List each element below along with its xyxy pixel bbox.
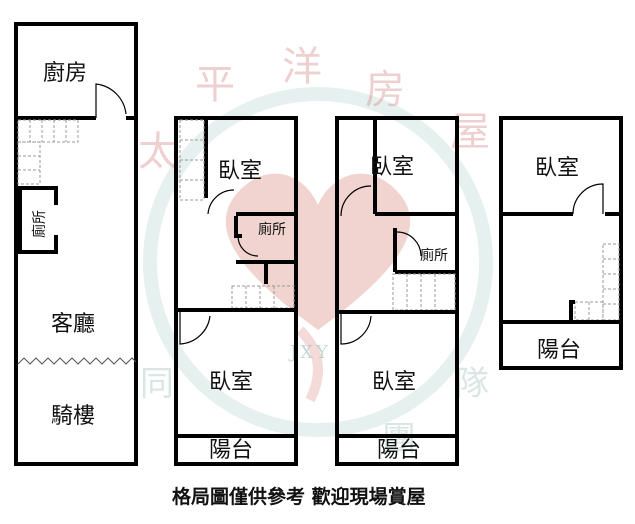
plan-second-floor: 臥室 廁所 臥室 陽台: [174, 116, 298, 466]
room-label-balcony: 陽台: [537, 338, 581, 363]
heart-icon: [225, 173, 411, 330]
boundary-zigzag: [17, 357, 137, 365]
watermark-char: 平: [195, 62, 235, 108]
watermark-char: 團: [382, 419, 416, 459]
outer-wall: [335, 116, 459, 466]
watermark-char: 一: [210, 419, 244, 459]
room-label-balcony: 陽台: [377, 438, 421, 463]
watermark-char: 房: [365, 67, 405, 113]
door-swing: [237, 235, 259, 257]
plan-third-floor: 臥室 廁所 臥室 陽台: [335, 116, 459, 466]
watermark-ring: [143, 87, 493, 437]
staircase: [392, 273, 456, 311]
door-swing: [179, 312, 211, 345]
watermark-char: 太: [138, 129, 178, 175]
wall: [501, 300, 575, 324]
staircase: [17, 119, 79, 185]
room-label-living-room: 客廳: [51, 312, 95, 337]
room-label-bedroom: 臥室: [370, 155, 414, 180]
door-swing: [396, 231, 422, 257]
watermark-char: 同: [140, 364, 174, 404]
door-swing: [572, 183, 604, 215]
watermark-char: 隊: [455, 364, 489, 404]
watermark-char: 洋: [282, 44, 322, 90]
room-label-balcony: 陽台: [209, 438, 253, 463]
door-swing: [207, 189, 235, 215]
door-swing: [340, 314, 372, 345]
outer-wall: [174, 116, 298, 466]
room-label-kitchen: 廚房: [43, 61, 87, 86]
room-label-toilet: 廁所: [258, 221, 286, 238]
room-label-toilet: 廁所: [31, 210, 48, 238]
caption: 格局圖僅供參考 歡迎現場賞屋: [172, 485, 426, 508]
room-label-bedroom: 臥室: [535, 156, 579, 181]
room-label-bedroom: 臥室: [209, 370, 253, 395]
door-swing: [95, 83, 127, 118]
door-swing: [340, 185, 372, 217]
room-label-toilet: 廁所: [420, 247, 448, 264]
outer-wall: [499, 116, 623, 370]
heart-ribbon: [296, 326, 323, 403]
room-label-bedroom: 臥室: [372, 370, 416, 395]
staircase: [574, 243, 620, 321]
outer-wall: [14, 22, 138, 466]
plan-ground-floor: 廚房 廁所 客廳 騎樓: [14, 22, 138, 466]
room-label-bedroom: 臥室: [218, 159, 262, 184]
room-label-arcade: 騎樓: [51, 404, 95, 429]
plan-top-floor: 臥室 陽台: [499, 116, 623, 370]
toilet-wall: [234, 216, 242, 238]
